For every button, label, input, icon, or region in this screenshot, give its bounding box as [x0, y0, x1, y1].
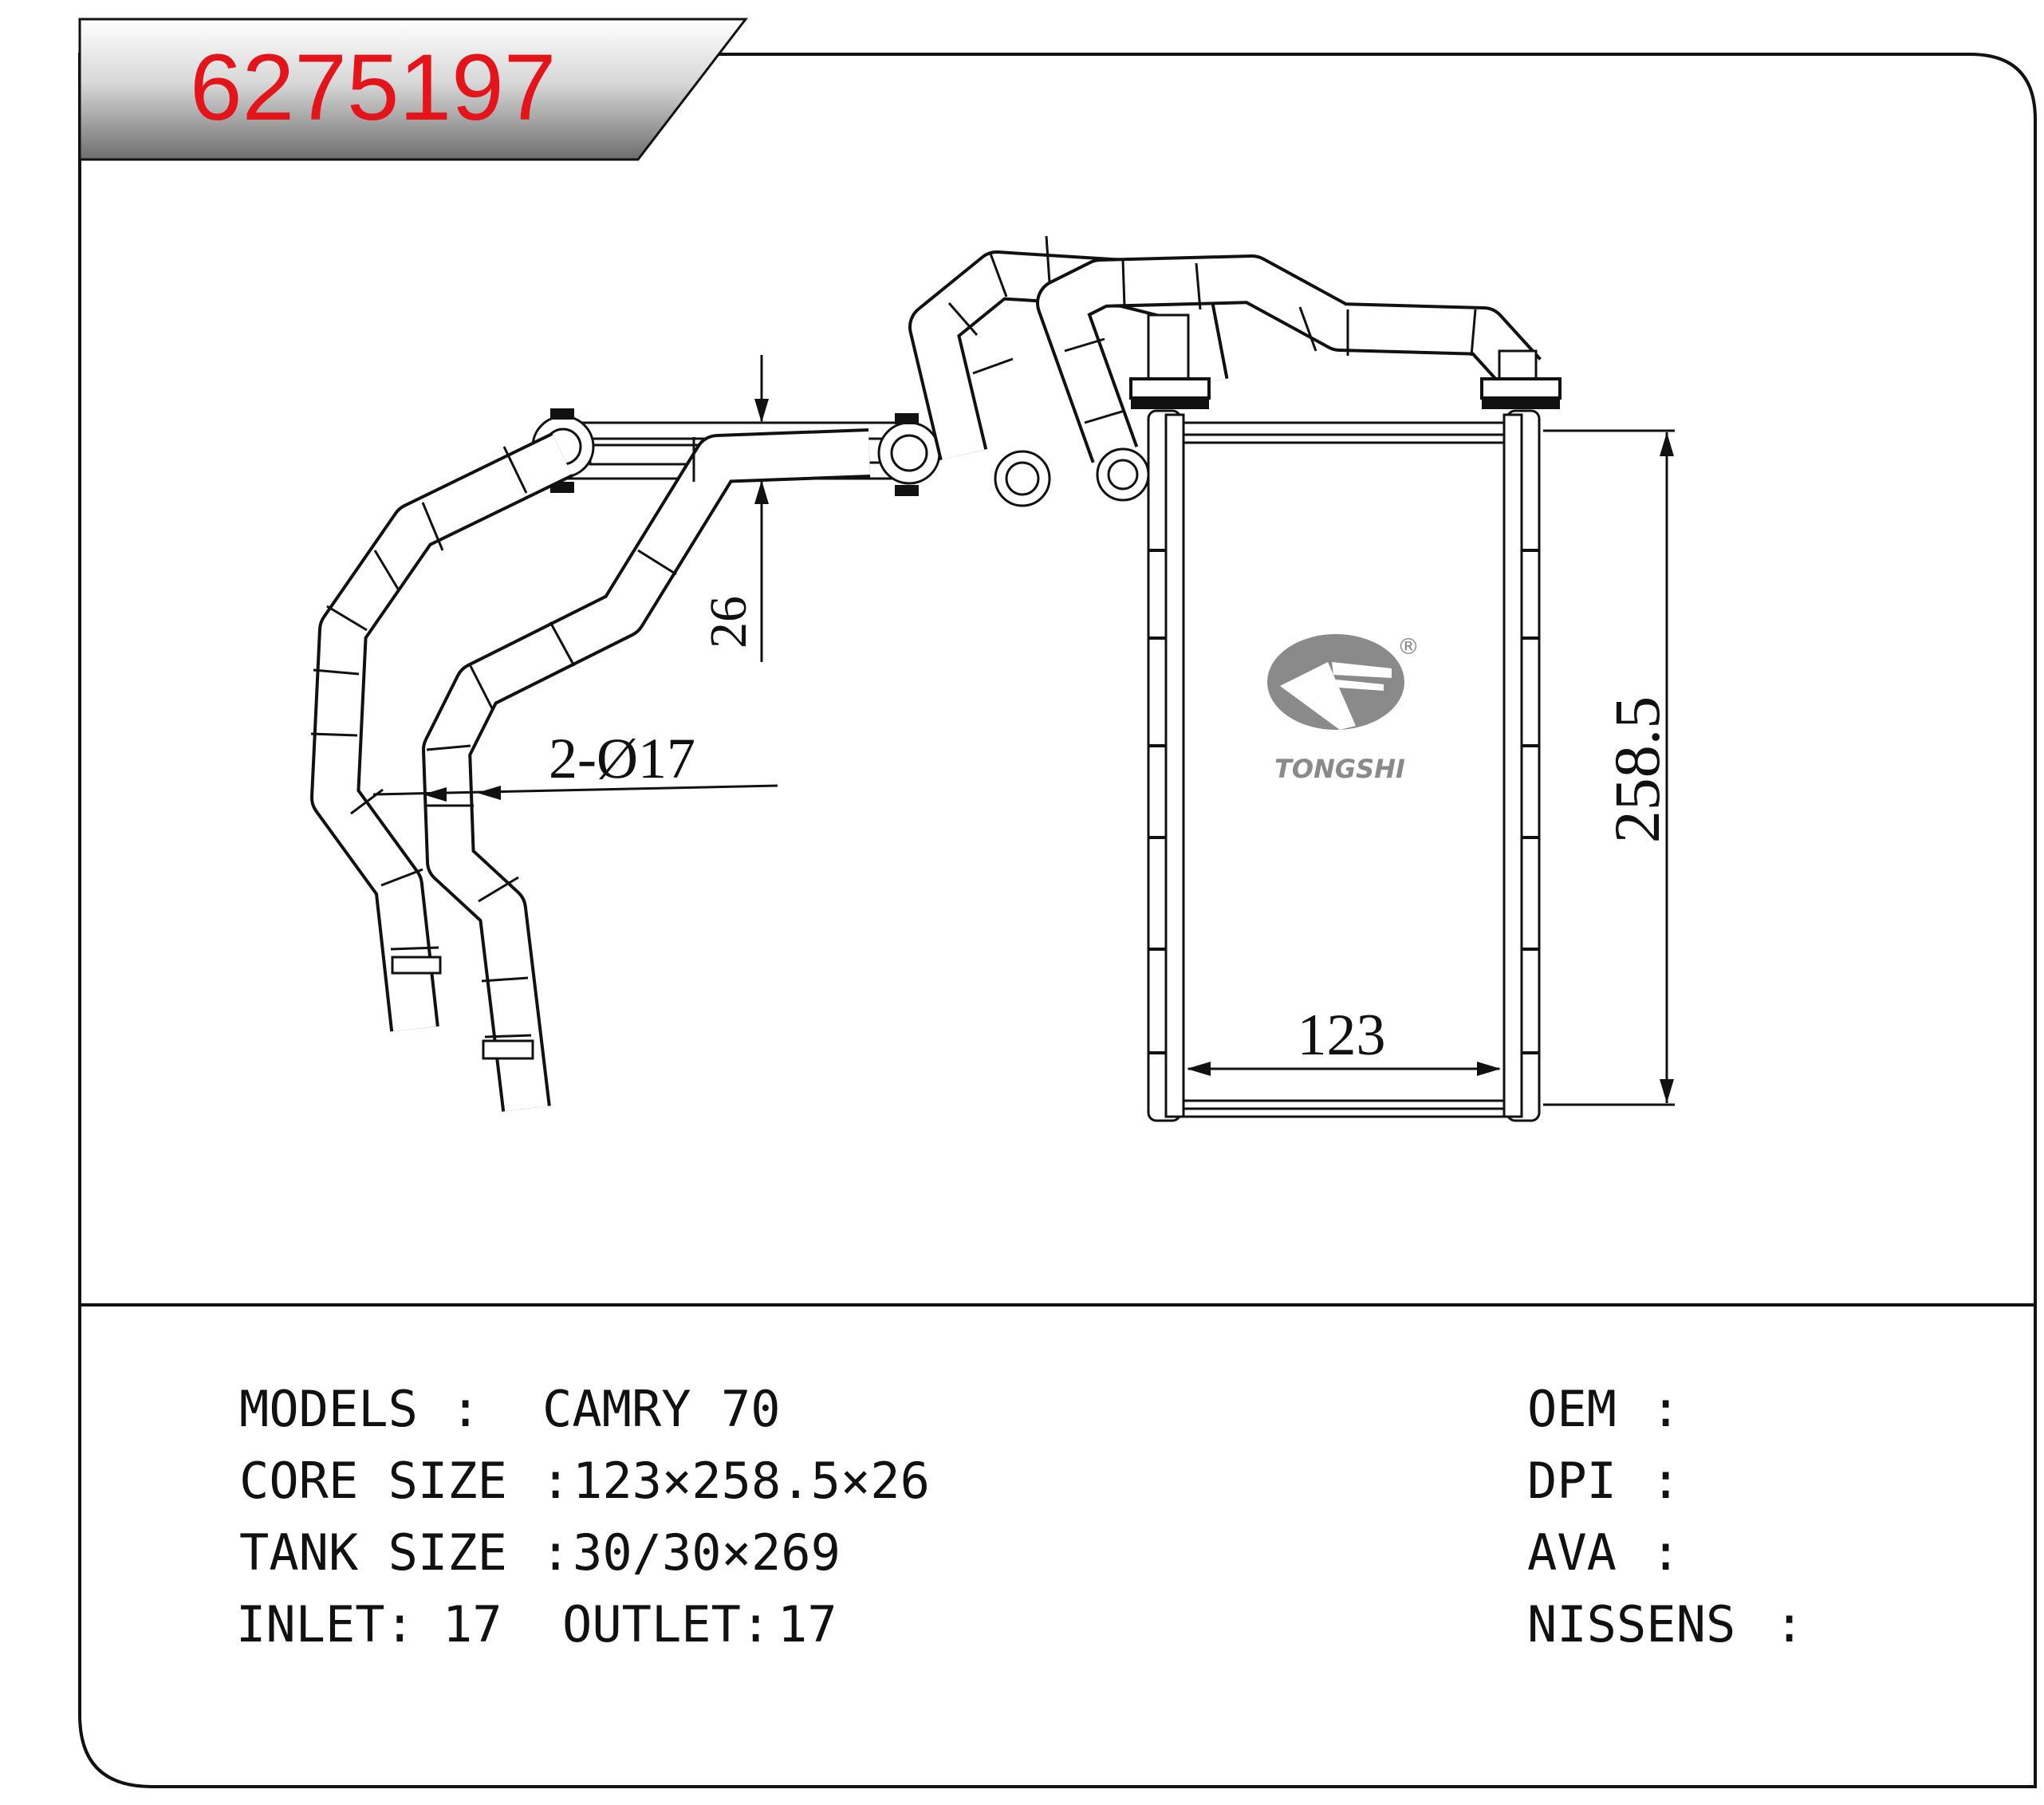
brand-logo: ® TONGSHI: [1267, 633, 1420, 784]
front-view: ® TONGSHI 123 258.5: [908, 235, 1675, 1122]
depth-dimension: 26: [699, 596, 758, 648]
models-value: CAMRY 70: [542, 1380, 781, 1438]
spec-table: MODELS : CAMRY 70 CORE SIZE : 123×258.5×…: [236, 1380, 1804, 1653]
height-dimension: 258.5: [1601, 696, 1673, 844]
models-sep: :: [451, 1380, 480, 1438]
width-dimension: 123: [1298, 1003, 1386, 1068]
brand-logo-text: TONGSHI: [1274, 754, 1405, 784]
frame-border: [78, 53, 2037, 1788]
registered-mark: ®: [1397, 633, 1420, 660]
tank-size-sep: :: [541, 1523, 570, 1582]
dpi-sep: :: [1651, 1452, 1680, 1510]
outlet-value: 17: [778, 1595, 837, 1653]
ava-label: AVA: [1527, 1523, 1617, 1582]
tank-size-value: 30/30×269: [573, 1523, 841, 1582]
oem-label: OEM: [1527, 1380, 1617, 1438]
outlet-label: OUTLET:: [562, 1595, 770, 1653]
core-size-sep: :: [541, 1452, 570, 1510]
part-number: 6275197: [190, 35, 556, 140]
core-size-label: CORE SIZE: [239, 1452, 507, 1510]
inlet-value: 17: [443, 1595, 502, 1653]
tank-size-label: TANK SIZE: [239, 1523, 507, 1582]
core-size-value: 123×258.5×26: [573, 1452, 930, 1510]
nissens-label: NISSENS: [1527, 1595, 1735, 1653]
models-label: MODELS: [239, 1380, 418, 1438]
side-view: 26 2-Ø17: [310, 355, 941, 1112]
nissens-sep: :: [1774, 1595, 1804, 1653]
part-number-tab: 6275197: [78, 18, 749, 161]
ava-sep: :: [1651, 1523, 1680, 1582]
pipe-diameter-label: 2-Ø17: [549, 727, 695, 790]
inlet-label: INLET:: [236, 1595, 415, 1653]
dpi-label: DPI: [1527, 1452, 1617, 1510]
oem-sep: :: [1651, 1380, 1680, 1438]
